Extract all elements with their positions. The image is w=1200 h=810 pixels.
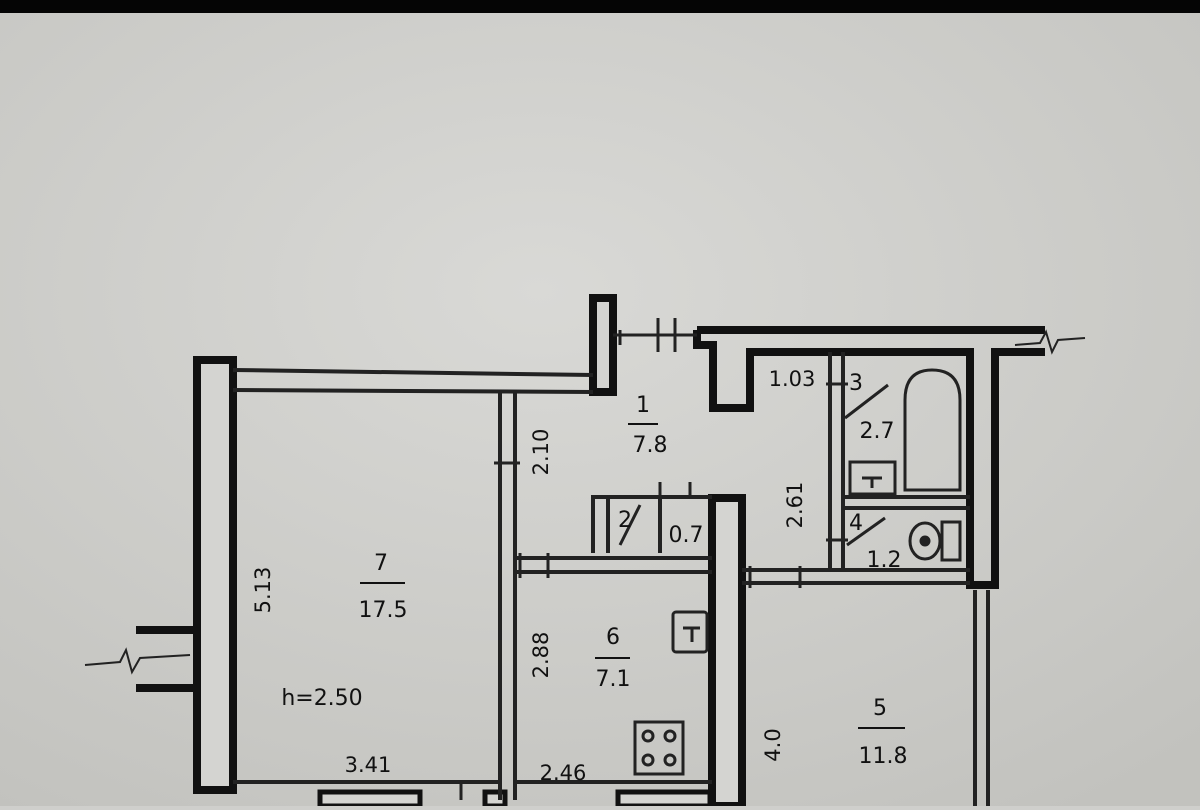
room-5-number: 5 (873, 696, 887, 721)
partition-walls (232, 352, 990, 806)
break-symbols (84, 329, 1086, 675)
room2-leader-line (618, 504, 642, 546)
stove-burner-icon (641, 729, 655, 743)
dim-4-0: 4.0 (761, 728, 785, 761)
dim-2-88: 2.88 (529, 632, 553, 679)
dimension-labels: 2.10 1.03 2.61 5.13 2.88 4.0 3.41 2.46 (251, 367, 815, 785)
dim-1-03: 1.03 (769, 367, 816, 391)
door-ticks (459, 318, 848, 800)
room-2-area: 0.7 (669, 523, 704, 548)
room-4-area: 1.2 (867, 548, 902, 573)
bathtub-icon (903, 368, 962, 492)
room-6-area: 7.1 (596, 667, 631, 692)
room-3-number: 3 (849, 371, 863, 396)
dim-2-61: 2.61 (783, 482, 807, 529)
kitchen-sink-icon (671, 610, 709, 654)
right-break-symbol (1014, 329, 1086, 355)
stove-icon (633, 720, 685, 776)
toilet-tank-icon (940, 520, 962, 562)
room7-top-line-b (232, 388, 594, 394)
room-2-number: 2 (618, 508, 632, 533)
kitchen-divider-wall (708, 494, 746, 810)
closet-outline (591, 495, 712, 553)
window-sill-left (317, 789, 423, 809)
room-labels: 1 7.8 2 0.7 3 2.7 4 1.2 5 11.8 6 7.1 7 1… (281, 371, 907, 769)
dim-2-10: 2.10 (529, 429, 553, 476)
center-pillar (589, 294, 617, 396)
exterior-walls (136, 294, 1045, 810)
room3-leader-line (844, 383, 889, 420)
fixtures (618, 368, 962, 776)
stove-burner-icon (663, 729, 677, 743)
top-black-bar (0, 0, 1200, 13)
room-7-number: 7 (374, 551, 388, 576)
room-4-number: 4 (849, 511, 863, 536)
ceiling-height-label: h=2.50 (281, 686, 362, 711)
stove-burner-icon (663, 753, 677, 767)
room7-top-line-a (232, 368, 594, 377)
left-wall (193, 356, 237, 794)
room-1-number: 1 (636, 393, 650, 418)
room-1-area: 7.8 (633, 433, 668, 458)
left-break-symbol (84, 647, 191, 675)
room-5-area: 11.8 (859, 744, 908, 769)
room-7-area: 17.5 (359, 598, 408, 623)
dim-2-46: 2.46 (540, 761, 587, 785)
room-6-number: 6 (606, 625, 620, 650)
bath-sink-icon (848, 460, 897, 496)
right-wall-outline (693, 330, 1045, 589)
room4-leader-line (846, 516, 886, 547)
toilet-bowl-icon (908, 521, 942, 561)
dim-3-41: 3.41 (345, 753, 392, 777)
dim-5-13: 5.13 (251, 567, 275, 614)
toilet-drain (919, 535, 931, 547)
window-sill-right (615, 789, 713, 809)
stove-burner-icon (641, 753, 655, 767)
room-3-area: 2.7 (860, 419, 895, 444)
